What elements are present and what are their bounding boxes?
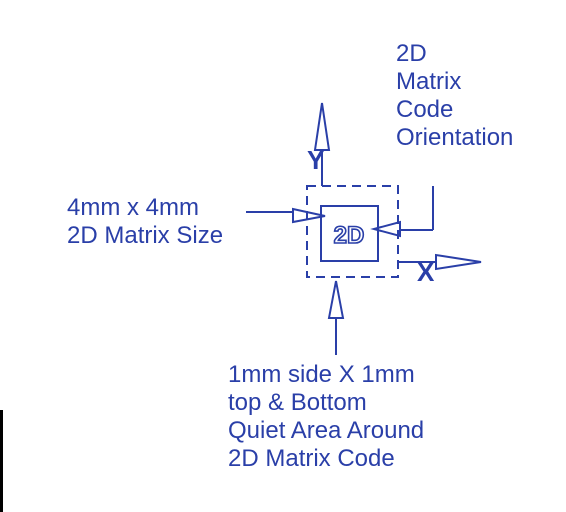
matrix-size-label-line: 2D Matrix Size [67, 222, 224, 249]
orientation-label-line: Orientation [396, 124, 514, 151]
x-axis-arrow [398, 253, 482, 271]
matrix-code-mark: 2D [334, 222, 365, 249]
quiet-area-label-line: top & Bottom [228, 389, 367, 416]
x-axis-label: X [417, 257, 435, 287]
matrix-size-label-line: 4mm x 4mm [67, 194, 199, 221]
orientation-label-line: Matrix [396, 68, 462, 95]
quiet-area-border [306, 185, 399, 278]
edge-bar [0, 410, 3, 512]
y-axis-arrow [313, 102, 331, 186]
orientation-label-line: Code [396, 96, 454, 123]
y-axis-label: Y [307, 145, 325, 175]
quiet-area-label-line: 1mm side X 1mm [228, 361, 415, 388]
quiet-area-label-line: Quiet Area Around [228, 417, 425, 444]
matrix-code-square [320, 205, 379, 262]
quiet-area-label: 1mm side X 1mm top & Bottom Quiet Area A… [228, 361, 424, 473]
matrix-size-leader [246, 207, 326, 224]
quiet-area-label-line: 2D Matrix Code [228, 445, 395, 472]
orientation-leader [370, 186, 434, 238]
matrix-size-label: 4mm x 4mm 2D Matrix Size [67, 194, 223, 250]
orientation-label: 2D Matrix Code Orientation [396, 40, 513, 152]
quiet-area-leader [327, 280, 345, 355]
orientation-label-line: 2D [396, 40, 427, 67]
